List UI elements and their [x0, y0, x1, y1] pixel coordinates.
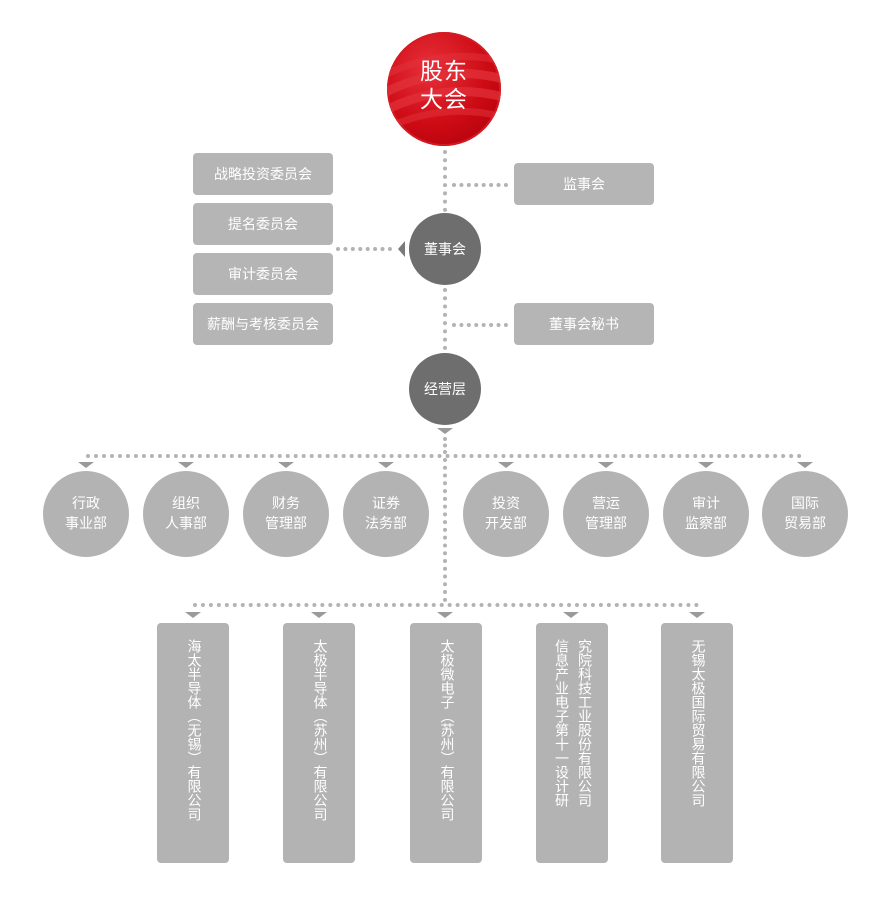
department-node: 营运 管理部: [563, 471, 649, 557]
department-node: 财务 管理部: [243, 471, 329, 557]
department-line1: 投资: [492, 496, 520, 512]
subsidiary-arrow-icon: [185, 612, 201, 618]
dept-arrow-icon: [598, 462, 614, 468]
department-line2: 事业部: [65, 516, 107, 532]
subsidiary-name: 太极微电子（苏州）有限公司: [438, 639, 455, 821]
department-line1: 组织: [172, 496, 200, 512]
arrow-down-icon: [437, 428, 453, 434]
committee-label: 战略投资委员会: [214, 167, 312, 183]
management-label: 经营层: [424, 382, 466, 398]
dept-arrow-icon: [498, 462, 514, 468]
dept-arrow-icon: [797, 462, 813, 468]
dept-branch-line: [86, 454, 802, 458]
committee-box: 薪酬与考核委员会: [193, 303, 333, 345]
trunk-board-management: [443, 288, 447, 350]
management-node: 经营层: [409, 353, 481, 425]
department-line1: 财务: [272, 496, 300, 512]
department-node: 行政 事业部: [43, 471, 129, 557]
root-label-line2: 大会: [420, 87, 468, 113]
connector-supervisory: [452, 183, 508, 187]
department-line1: 审计: [692, 496, 720, 512]
department-node: 审计 监察部: [663, 471, 749, 557]
dept-arrow-icon: [278, 462, 294, 468]
supervisory-box: 监事会: [514, 163, 654, 205]
root-label: 股东 大会: [387, 58, 501, 114]
connector-board-secretary: [452, 323, 508, 327]
subsidiary-name-part2: 究院科技工业股份有限公司: [576, 639, 592, 807]
department-line2: 管理部: [585, 516, 627, 532]
board-secretary-label: 董事会秘书: [549, 317, 619, 333]
subsidiary-box: 海太半导体（无锡）有限公司: [157, 623, 229, 863]
trunk-depts-subsidiaries: [443, 458, 447, 602]
department-line1: 行政: [72, 496, 100, 512]
shareholders-meeting-node: 股东 大会: [387, 32, 501, 146]
connector-committees: [336, 247, 392, 251]
committee-box: 审计委员会: [193, 253, 333, 295]
globe-swoosh-icon: [387, 52, 501, 132]
subsidiary-name-part1: 信息产业电子第十一设计研: [553, 639, 569, 807]
department-line1: 国际: [791, 496, 819, 512]
department-line1: 营运: [592, 496, 620, 512]
subsidiary-box: 太极微电子（苏州）有限公司: [410, 623, 482, 863]
trunk-management-depts: [443, 437, 447, 454]
department-line2: 开发部: [485, 516, 527, 532]
department-node: 证券 法务部: [343, 471, 429, 557]
department-node: 组织 人事部: [143, 471, 229, 557]
department-line1: 证券: [372, 496, 400, 512]
board-secretary-box: 董事会秘书: [514, 303, 654, 345]
subsidiary-arrow-icon: [563, 612, 579, 618]
committee-label: 审计委员会: [228, 267, 298, 283]
committee-box: 战略投资委员会: [193, 153, 333, 195]
subsidiary-arrow-icon: [437, 612, 453, 618]
committee-label: 提名委员会: [228, 217, 298, 233]
department-line2: 管理部: [265, 516, 307, 532]
dept-arrow-icon: [698, 462, 714, 468]
department-node: 投资 开发部: [463, 471, 549, 557]
department-line2: 贸易部: [784, 516, 826, 532]
board-node: 董事会: [409, 213, 481, 285]
department-line2: 人事部: [165, 516, 207, 532]
subsidiary-box: 太极半导体（苏州）有限公司: [283, 623, 355, 863]
committee-label: 薪酬与考核委员会: [207, 317, 319, 333]
arrow-left-icon: [398, 241, 405, 257]
subsidiary-branch-line: [193, 603, 699, 607]
subsidiary-arrow-icon: [689, 612, 705, 618]
dept-arrow-icon: [378, 462, 394, 468]
subsidiary-box: 无锡太极国际贸易有限公司: [661, 623, 733, 863]
subsidiary-name: 海太半导体（无锡）有限公司: [185, 639, 202, 821]
department-line2: 监察部: [685, 516, 727, 532]
supervisory-label: 监事会: [563, 177, 605, 193]
department-line2: 法务部: [365, 516, 407, 532]
dept-arrow-icon: [78, 462, 94, 468]
trunk-root-board: [443, 150, 447, 212]
department-node: 国际 贸易部: [762, 471, 848, 557]
board-label: 董事会: [424, 242, 466, 258]
root-label-line1: 股东: [420, 59, 468, 85]
subsidiary-arrow-icon: [311, 612, 327, 618]
dept-arrow-icon: [178, 462, 194, 468]
subsidiary-name: 太极半导体（苏州）有限公司: [311, 639, 328, 821]
subsidiary-name: 无锡太极国际贸易有限公司: [689, 639, 706, 807]
subsidiary-box: 究院科技工业股份有限公司 信息产业电子第十一设计研: [536, 623, 608, 863]
committee-box: 提名委员会: [193, 203, 333, 245]
